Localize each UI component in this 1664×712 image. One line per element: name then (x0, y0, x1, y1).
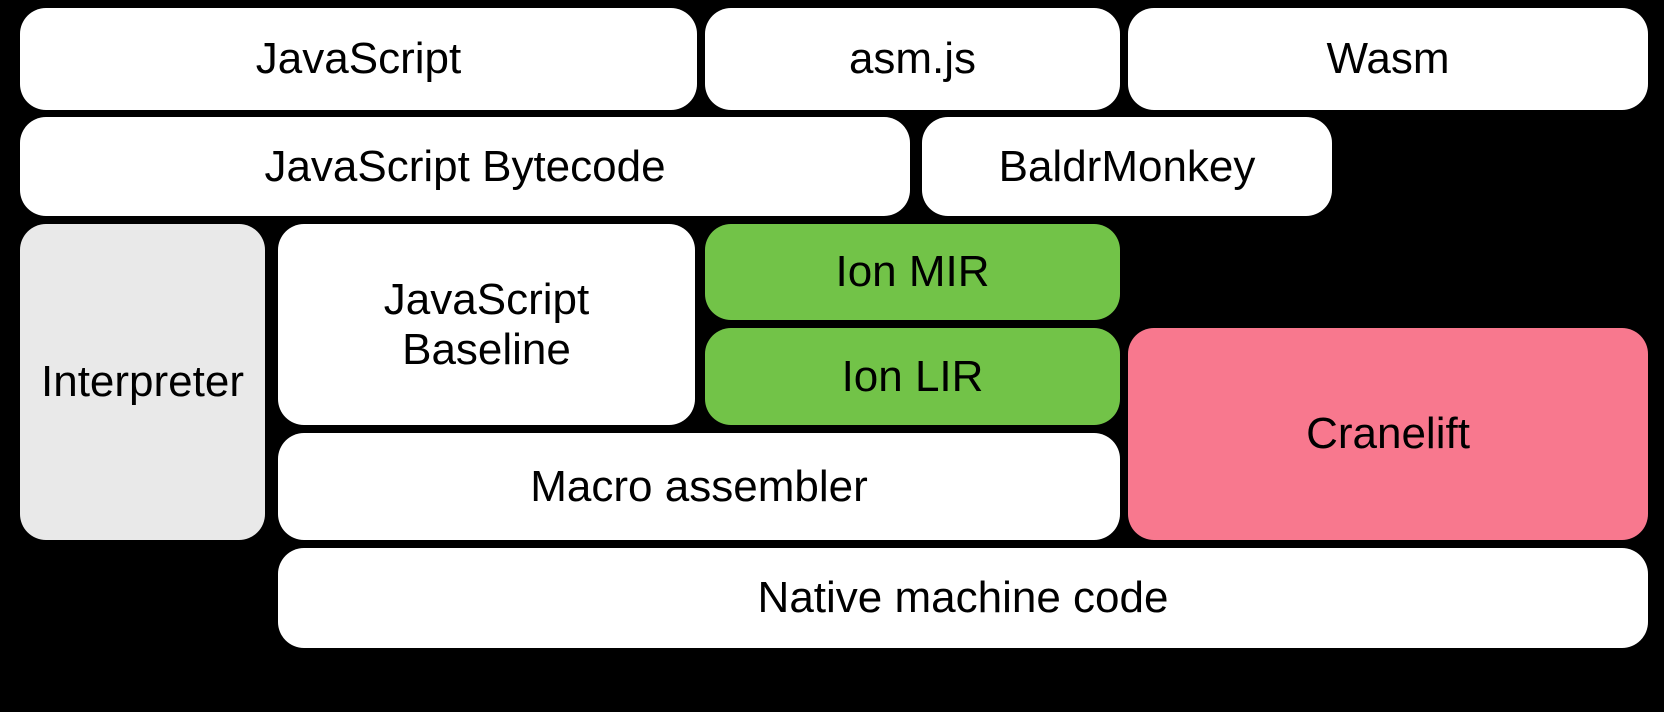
node-native-machine-code: Native machine code (278, 548, 1648, 648)
node-label-ion-lir: Ion LIR (841, 351, 984, 401)
node-javascript: JavaScript (20, 8, 697, 110)
node-label-baldrmonkey: BaldrMonkey (998, 141, 1256, 191)
node-cranelift: Cranelift (1128, 328, 1648, 540)
node-javascript-bytecode: JavaScript Bytecode (20, 117, 910, 216)
node-label-interpreter: Interpreter (41, 357, 244, 407)
node-label-wasm: Wasm (1326, 34, 1450, 84)
node-label-javascript-baseline: JavaScript Baseline (383, 275, 590, 374)
node-label-javascript: JavaScript (255, 34, 462, 84)
node-javascript-baseline: JavaScript Baseline (278, 224, 695, 425)
node-asmjs: asm.js (705, 8, 1120, 110)
node-label-asmjs: asm.js (848, 34, 977, 84)
node-label-javascript-bytecode: JavaScript Bytecode (264, 141, 666, 191)
node-label-macro-assembler: Macro assembler (530, 461, 868, 511)
node-macro-assembler: Macro assembler (278, 433, 1120, 540)
node-label-ion-mir: Ion MIR (835, 247, 990, 297)
node-baldrmonkey: BaldrMonkey (922, 117, 1332, 216)
node-label-native-machine-code: Native machine code (757, 573, 1169, 623)
node-ion-lir: Ion LIR (705, 328, 1120, 425)
node-interpreter: Interpreter (20, 224, 265, 540)
node-ion-mir: Ion MIR (705, 224, 1120, 320)
node-wasm: Wasm (1128, 8, 1648, 110)
node-label-cranelift: Cranelift (1306, 409, 1470, 459)
